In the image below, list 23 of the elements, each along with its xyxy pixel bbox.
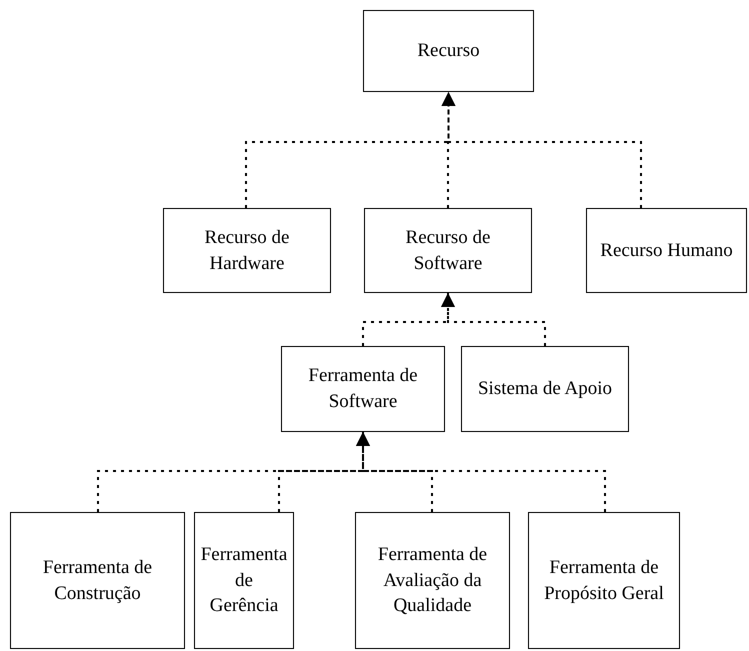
- class-box: [586, 208, 747, 293]
- class-box: [194, 512, 294, 649]
- connector-arrow: [356, 432, 606, 512]
- class-box: [355, 512, 510, 649]
- class-box: [528, 512, 680, 649]
- box-label: Ferramenta de Propósito Geral: [543, 556, 665, 606]
- box-label: Recurso Humano: [600, 238, 733, 263]
- class-box: [281, 346, 445, 432]
- box-label: Recurso de Software: [404, 226, 492, 276]
- class-box: [163, 208, 331, 293]
- box-label: Ferramenta de Gerência: [200, 543, 288, 618]
- box-label: Recurso: [417, 39, 480, 64]
- box-label: Ferramenta de Avaliação da Qualidade: [376, 543, 488, 618]
- connector-arrow: [441, 293, 546, 346]
- connector-arrow: [442, 92, 642, 208]
- box-label: Ferramenta de Software: [307, 364, 419, 414]
- box-label: Ferramenta de Construção: [42, 556, 154, 606]
- class-box: [461, 346, 629, 432]
- box-label: Sistema de Apoio: [478, 377, 612, 402]
- class-box: [364, 208, 532, 293]
- box-label: Recurso de Hardware: [204, 226, 290, 276]
- class-box: [10, 512, 185, 649]
- class-box: [363, 10, 534, 92]
